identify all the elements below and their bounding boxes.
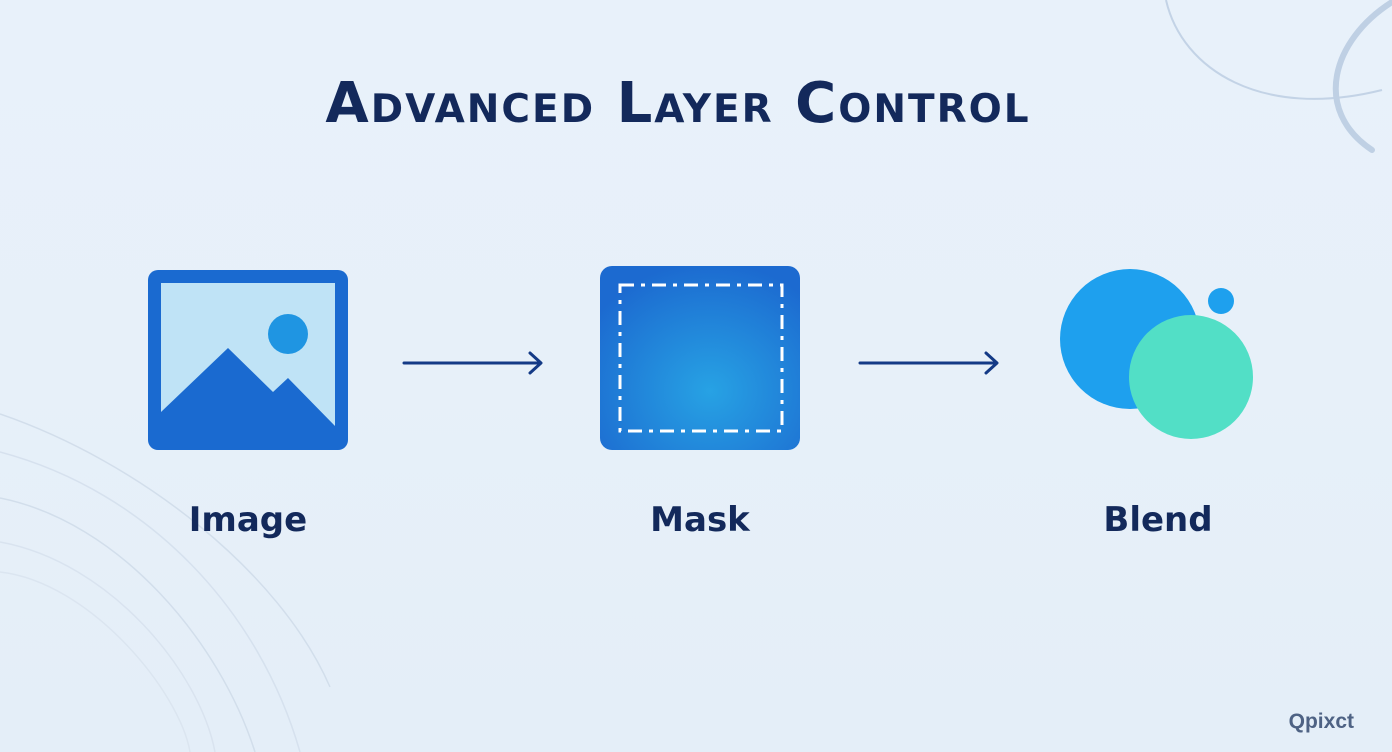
arrow-right-icon (858, 351, 999, 375)
brand-logo-text: Qpixct (1288, 710, 1354, 733)
mask-icon (600, 266, 800, 450)
step-blend (1058, 268, 1258, 444)
arrow-right-icon (402, 351, 543, 375)
step-label-image: Image (188, 500, 308, 540)
step-label-blend: Blend (1103, 500, 1213, 540)
step-mask (600, 266, 800, 450)
image-icon (148, 270, 348, 450)
step-image (148, 270, 348, 450)
page-title: Advanced Layer Control (325, 71, 1031, 136)
step-label-mask: Mask (650, 500, 750, 540)
decorative-curves-bottom-left (0, 413, 331, 752)
blend-icon (1060, 269, 1253, 439)
